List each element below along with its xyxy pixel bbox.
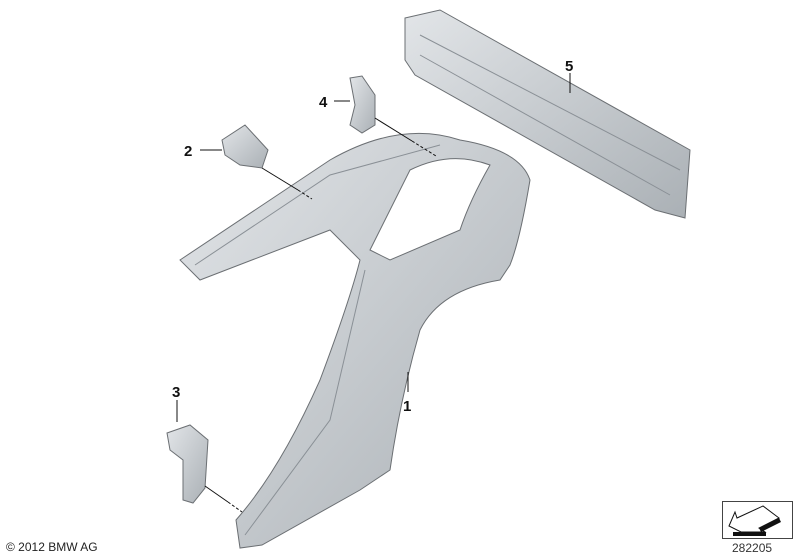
part-side-panel[interactable] <box>179 132 531 549</box>
part-bracket-upper[interactable] <box>221 124 269 169</box>
part-bracket-roof[interactable] <box>349 75 376 134</box>
callout-4[interactable]: 4 <box>319 94 328 111</box>
reference-box <box>722 501 793 539</box>
image-number: 282205 <box>732 541 773 555</box>
part-rear-panel[interactable] <box>404 9 691 219</box>
callout-5[interactable]: 5 <box>565 58 573 75</box>
callout-2[interactable]: 2 <box>184 143 192 160</box>
arrow-icon <box>728 505 781 536</box>
leader-lines <box>176 73 571 513</box>
callout-1[interactable]: 1 <box>403 398 411 415</box>
callout-3[interactable]: 3 <box>172 384 180 401</box>
copyright: © 2012 BMW AG <box>6 540 98 554</box>
part-bracket-lower[interactable] <box>166 424 209 504</box>
